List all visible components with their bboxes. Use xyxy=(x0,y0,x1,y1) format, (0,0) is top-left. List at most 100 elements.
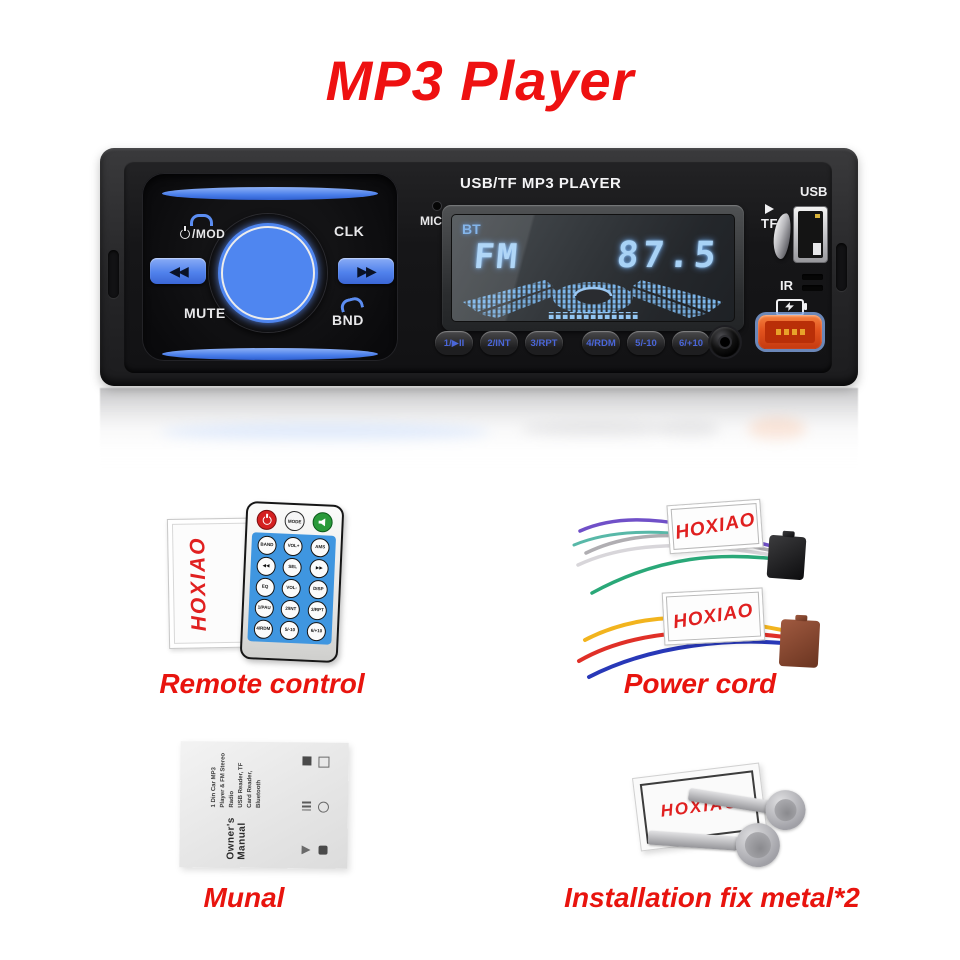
manual-subtitle: 1 Din Car MP3 Player & FM Stereo Radio U… xyxy=(210,753,263,809)
brand-text: HOXIAO xyxy=(671,599,756,633)
phone-icon xyxy=(190,214,213,226)
tf-label: TF xyxy=(761,216,778,231)
stereo-faceplate: /MOD CLK MUTE BND ◀◀ ▶▶ USB/TF MP3 PLAYE… xyxy=(124,161,832,373)
iso-connector-brown xyxy=(778,619,821,668)
usb-port-pin xyxy=(815,214,820,218)
reflection-smear xyxy=(660,422,720,438)
car-stereo-unit: /MOD CLK MUTE BND ◀◀ ▶▶ USB/TF MP3 PLAYE… xyxy=(100,148,858,386)
frequency-readout: 87.5 xyxy=(615,235,722,276)
remote-power-button xyxy=(256,509,278,531)
mic-hole xyxy=(432,201,442,211)
reflection-blue-smear xyxy=(160,424,490,442)
preset-keypad: 1/▶II 2/INT 3/RPT 4/RDM 5/-10 6/+10 xyxy=(435,331,710,355)
remote-button: 3/RPT xyxy=(307,600,328,621)
manual-cover-text: Owner's Manual 1 Din Car MP3 Player & FM… xyxy=(209,749,264,860)
remote-control: MODE BAND VOL+ AMS ◀◀ SEL ▶▶ EQ VOL- DIS… xyxy=(239,500,345,664)
remote-button: 4/RDM xyxy=(253,619,274,640)
manual-icon xyxy=(318,845,328,855)
remote-button: BAND xyxy=(256,535,277,556)
manual-icon xyxy=(317,801,330,813)
remote-button: VOL- xyxy=(281,578,302,599)
key-stem xyxy=(687,787,771,814)
tf-arrow-icon xyxy=(765,204,774,214)
sleeve-slot-left xyxy=(108,250,119,298)
usb-port-cavity xyxy=(765,321,815,343)
clock-button-label: CLK xyxy=(334,223,365,239)
remote-button: DISP xyxy=(308,579,329,600)
brand-text: HOXIAO xyxy=(673,508,757,544)
remote-caption: Remote control xyxy=(159,668,365,699)
usb-port-tongue xyxy=(813,243,821,255)
power-icon xyxy=(180,229,190,239)
preset-button-4: 4/RDM xyxy=(582,331,620,355)
iso-connector-black xyxy=(766,534,807,581)
previous-track-button: ◀◀ xyxy=(150,258,206,284)
brand-text: HOXIAO xyxy=(186,535,211,632)
previous-icon: ◀◀ xyxy=(169,262,188,279)
remote-button: ◀◀ xyxy=(256,556,276,577)
metal-caption: Installation fix metal*2 xyxy=(564,882,860,913)
manual-feature-icons xyxy=(297,756,332,855)
band-button-label: BND xyxy=(332,312,364,328)
usb-contact-pin xyxy=(799,329,805,335)
manual-icon xyxy=(301,800,312,810)
remote-button: 2/INT xyxy=(280,599,301,620)
manual-icon xyxy=(318,756,330,768)
remote-button: 1/PAU xyxy=(254,598,275,619)
usb-contact-pin xyxy=(791,329,797,335)
remote-button: 5/-10 xyxy=(279,620,300,641)
fast-charge-usb-port xyxy=(758,315,822,349)
remote-button: SEL xyxy=(282,557,303,578)
manual-caption: Munal xyxy=(203,882,285,913)
key-head xyxy=(734,821,782,869)
ir-label: IR xyxy=(780,278,793,293)
page-title: MP3 Player xyxy=(325,49,635,112)
power-mode-button-label: /MOD xyxy=(180,227,225,241)
reflection-smear xyxy=(520,422,670,438)
knob-blue-ring xyxy=(218,223,318,323)
preset-button-6: 6/+10 xyxy=(672,331,710,355)
lcd-display: BT FM 87.5 xyxy=(442,205,744,331)
key-stem xyxy=(647,830,739,851)
usb-port xyxy=(793,206,828,263)
remote-keypad: BAND VOL+ AMS ◀◀ SEL ▶▶ EQ VOL- DISP 1/P… xyxy=(247,532,337,645)
remote-button: EQ xyxy=(255,577,275,598)
remote-mode-button: MODE xyxy=(284,510,306,532)
power-cord-label: HOXIAO xyxy=(666,498,764,555)
owners-manual: Owner's Manual 1 Din Car MP3 Player & FM… xyxy=(179,741,349,869)
preset-button-3: 3/RPT xyxy=(525,331,563,355)
next-icon: ▶▶ xyxy=(357,262,376,279)
manual-icon xyxy=(302,756,312,766)
volume-knob xyxy=(209,214,327,332)
knob-metal-cap xyxy=(221,226,315,320)
speaker-icon xyxy=(318,518,327,526)
remote-button: VOL+ xyxy=(283,536,304,557)
aux-jack xyxy=(710,327,740,357)
lightning-icon xyxy=(785,302,794,311)
blue-accent-strip-top xyxy=(162,187,378,200)
usb-contact-pin xyxy=(775,329,781,335)
preset-button-1: 1/▶II xyxy=(435,331,473,355)
panel-title: USB/TF MP3 PLAYER xyxy=(460,175,622,192)
mic-label: MIC xyxy=(420,214,442,228)
ir-sensor-slot xyxy=(802,274,823,280)
bluetooth-badge: BT xyxy=(462,221,481,237)
remote-button: AMS xyxy=(310,537,331,558)
blue-accent-strip-bottom xyxy=(162,348,378,360)
power-cord-label: HOXIAO xyxy=(661,587,766,646)
reflection-orange-smear xyxy=(748,418,806,442)
lcd-screen: BT FM 87.5 xyxy=(451,214,735,322)
next-track-button: ▶▶ xyxy=(338,258,394,284)
remote-button: ▶▶ xyxy=(309,558,330,579)
usb-contact-pin xyxy=(783,329,789,335)
band-readout: FM xyxy=(472,237,521,277)
preset-button-2: 2/INT xyxy=(480,331,518,355)
preset-button-5: 5/-10 xyxy=(627,331,665,355)
power-icon xyxy=(261,515,272,525)
manual-icon xyxy=(301,845,310,854)
mute-button-label: MUTE xyxy=(184,305,226,321)
spectrum-graphic xyxy=(463,280,723,319)
manual-title: Owner's Manual xyxy=(225,817,248,860)
remote-mute-button xyxy=(312,511,334,533)
sleeve-slot-right xyxy=(836,243,847,291)
